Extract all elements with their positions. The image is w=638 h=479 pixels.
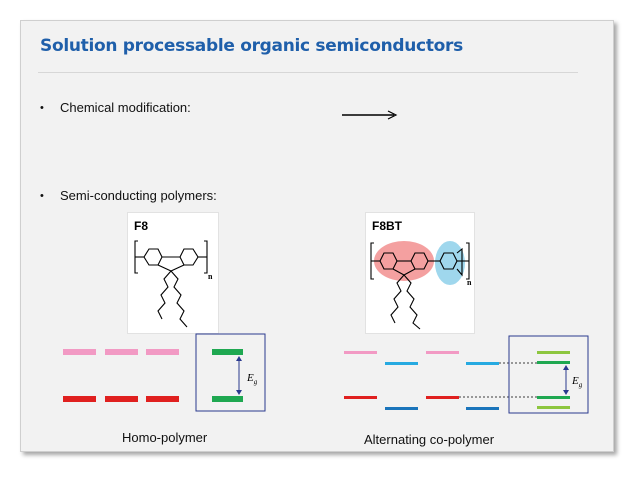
f8-molecule-panel: F8 n	[127, 212, 219, 334]
benzothiadiazole-highlight	[435, 241, 465, 285]
slide-title: Solution processable organic semiconduct…	[40, 36, 463, 56]
bullet-text: Semi-conducting polymers:	[60, 188, 217, 203]
acceptor-lumo-level	[385, 362, 418, 365]
f8bt-subscript: n	[467, 278, 472, 287]
bullet-dot: •	[40, 102, 44, 114]
acceptor-homo-level	[466, 407, 499, 410]
bullet-dot: •	[40, 190, 44, 202]
bandgap-box	[195, 333, 266, 412]
caption-alternating-copolymer: Alternating co-polymer	[364, 432, 495, 447]
bullet-text: Chemical modification:	[60, 100, 191, 115]
homo-level	[344, 396, 377, 399]
caption-homo-polymer: Homo-polymer	[122, 430, 208, 445]
lumo-level	[63, 349, 96, 355]
bandgap-box	[508, 335, 589, 414]
lumo-level	[105, 349, 138, 355]
f8-label: F8	[134, 219, 149, 233]
f8-structure-icon: n	[134, 240, 213, 328]
lumo-level	[344, 351, 377, 354]
homo-level	[63, 396, 96, 402]
f8bt-structure-icon: n	[370, 241, 472, 330]
homo-level	[426, 396, 459, 399]
band-lumo	[212, 349, 243, 355]
homo-level	[105, 396, 138, 402]
bullet-semiconducting-polymers: • Semi-conducting polymers:	[40, 188, 217, 203]
lumo-level	[146, 349, 179, 355]
title-divider	[38, 72, 578, 73]
f8bt-label: F8BT	[372, 219, 402, 233]
f8-subscript: n	[208, 272, 213, 281]
f8bt-molecule-panel: F8BT n	[365, 212, 475, 334]
band-homo-light	[537, 406, 570, 409]
band-homo	[212, 396, 243, 402]
homo-level	[146, 396, 179, 402]
lumo-level	[426, 351, 459, 354]
copolymer-energy-diagram: Eg	[344, 335, 589, 414]
acceptor-homo-level	[385, 407, 418, 410]
energy-gap-label: Eg	[246, 372, 258, 386]
band-homo	[537, 396, 570, 399]
band-lumo	[537, 361, 570, 364]
acceptor-lumo-level	[466, 362, 499, 365]
homo-polymer-energy-diagram: Eg	[63, 333, 266, 412]
band-lumo-light	[537, 351, 570, 354]
energy-gap-label: Eg	[571, 375, 583, 389]
arrow-icon	[342, 110, 398, 120]
slide-frame	[20, 20, 614, 452]
bullet-chemical-modification: • Chemical modification:	[40, 100, 191, 115]
